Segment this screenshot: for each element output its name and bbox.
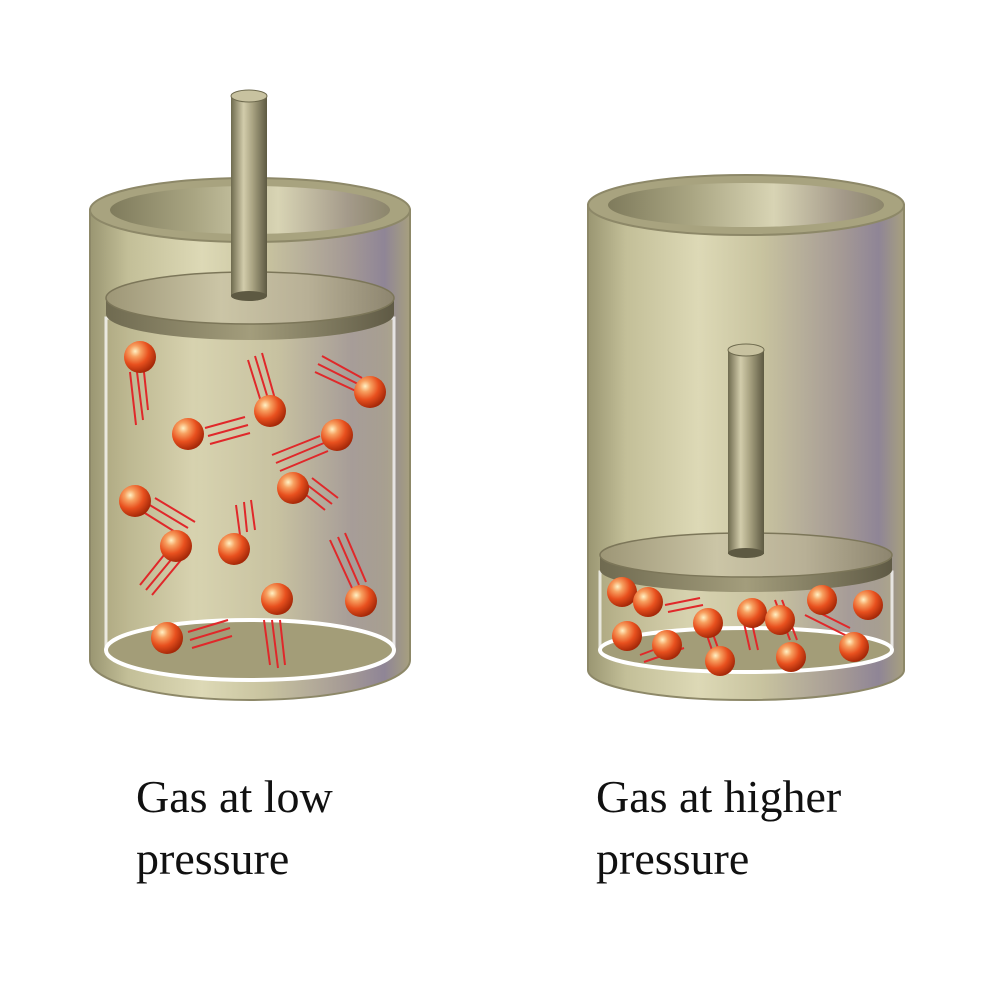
gas-molecule [254, 395, 286, 427]
piston-rod-base [231, 291, 267, 301]
cylinder-opening [608, 183, 884, 227]
gas-molecule [172, 418, 204, 450]
gas-molecule [807, 585, 837, 615]
gas-molecule [160, 530, 192, 562]
piston-rod-cap [727, 343, 765, 357]
gas-molecule [261, 583, 293, 615]
gas-molecule [705, 646, 735, 676]
molecule-balls-left [119, 341, 386, 654]
cylinder-low-pressure [89, 89, 411, 701]
gas-molecule [607, 577, 637, 607]
piston-rod [728, 350, 764, 554]
caption-higher-pressure-line2: pressure [596, 833, 750, 884]
gas-molecule [354, 376, 386, 408]
gas-molecule [345, 585, 377, 617]
molecules-low-pressure [129, 352, 367, 669]
caption-low-pressure-line1: Gas at low [136, 771, 333, 822]
caption-low-pressure-line2: pressure [136, 833, 290, 884]
gas-molecule [839, 632, 869, 662]
caption-low-pressure: Gas at low pressure [136, 766, 333, 890]
gas-molecule [633, 587, 663, 617]
piston-rod-cap [230, 89, 268, 103]
chamber-floor [104, 618, 396, 682]
gas-molecule [119, 485, 151, 517]
gas-molecule [737, 598, 767, 628]
piston-rod-base [728, 548, 764, 558]
caption-higher-pressure-line1: Gas at higher [596, 771, 842, 822]
gas-molecule [277, 472, 309, 504]
gas-molecule [853, 590, 883, 620]
piston-rod [231, 96, 267, 296]
gas-molecule [765, 605, 795, 635]
gas-molecule [218, 533, 250, 565]
gas-molecule [612, 621, 642, 651]
gas-molecule [776, 642, 806, 672]
gas-molecule [693, 608, 723, 638]
caption-higher-pressure: Gas at higher pressure [596, 766, 841, 890]
gas-molecule [124, 341, 156, 373]
gas-molecule [151, 622, 183, 654]
gas-molecule [321, 419, 353, 451]
gas-molecule [652, 630, 682, 660]
molecule-balls-right [607, 577, 883, 676]
